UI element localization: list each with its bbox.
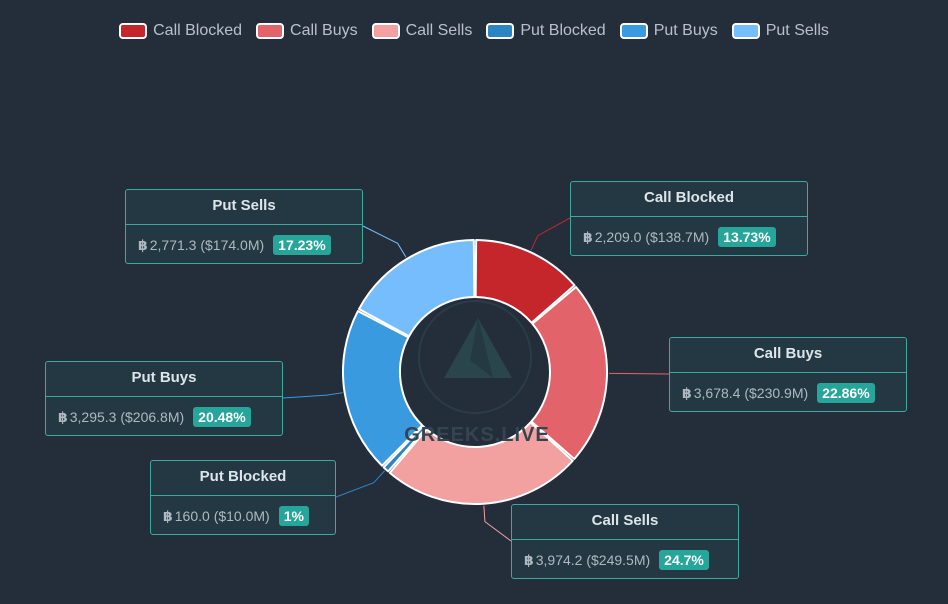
callout-usd: ($174.0M) (200, 237, 265, 253)
leader-line-call-sells (483, 505, 512, 542)
bitcoin-icon: ฿ (138, 236, 148, 253)
slice-put-sells[interactable] (357, 239, 476, 338)
callout-usd: ($206.8M) (120, 409, 185, 425)
bitcoin-icon: ฿ (682, 384, 692, 401)
callout-btc: 160.0 (174, 508, 210, 524)
legend-item-call-sells[interactable]: Call Sells (371, 22, 473, 40)
callout-title: Call Sells (512, 505, 738, 540)
callout-call-sells: Call Sells ฿ 3,974.2 ($249.5M) 24.7% (511, 504, 739, 579)
legend-swatch (256, 23, 285, 39)
leader-line-call-buys (608, 372, 670, 375)
callout-put-blocked: Put Blocked ฿ 160.0 ($10.0M) 1% (150, 460, 336, 535)
callout-btc: 2,209.0 (594, 229, 642, 245)
legend-label: Call Sells (405, 22, 473, 39)
legend-label: Put Buys (653, 22, 718, 39)
legend-item-call-buys[interactable]: Call Buys (256, 22, 358, 40)
legend-label: Put Sells (765, 22, 829, 39)
callout-usd: ($138.7M) (645, 229, 710, 245)
callout-call-blocked: Call Blocked ฿ 2,209.0 ($138.7M) 13.73% (570, 181, 808, 256)
callout-title: Put Blocked (151, 461, 335, 496)
callout-usd: ($249.5M) (586, 552, 651, 568)
callout-title: Call Blocked (571, 182, 807, 217)
legend-swatch (486, 23, 515, 39)
bitcoin-icon: ฿ (583, 228, 593, 245)
callout-title: Call Buys (670, 338, 906, 373)
callout-btc: 3,678.4 (693, 385, 741, 401)
legend-item-put-sells[interactable]: Put Sells (731, 22, 829, 40)
callout-btc: 2,771.3 (149, 237, 197, 253)
legend-item-put-buys[interactable]: Put Buys (619, 22, 718, 40)
callout-percent-badge: 13.73% (718, 227, 776, 247)
leader-line-put-buys (282, 392, 343, 399)
callout-put-sells: Put Sells ฿ 2,771.3 ($174.0M) 17.23% (125, 189, 363, 264)
callout-btc: 3,295.3 (69, 409, 117, 425)
callout-percent-badge: 20.48% (193, 407, 251, 427)
callout-put-buys: Put Buys ฿ 3,295.3 ($206.8M) 20.48% (45, 361, 283, 436)
legend-swatch (619, 23, 648, 39)
callout-percent-badge: 17.23% (273, 235, 331, 255)
slice-call-sells[interactable] (388, 421, 574, 505)
callout-usd: ($230.9M) (744, 385, 809, 401)
bitcoin-icon: ฿ (524, 551, 534, 568)
legend-item-call-blocked[interactable]: Call Blocked (119, 22, 242, 40)
watermark-logo (418, 300, 532, 414)
callout-percent-badge: 1% (278, 506, 309, 526)
callout-percent-badge: 24.7% (659, 550, 709, 570)
callout-title: Put Sells (126, 190, 362, 225)
legend-swatch (119, 23, 148, 39)
chart-legend: Call Blocked Call Buys Call Sells Put Bl… (0, 22, 948, 40)
legend-label: Put Blocked (520, 22, 606, 39)
legend-label: Call Buys (290, 22, 358, 39)
bitcoin-icon: ฿ (58, 408, 68, 425)
callout-percent-badge: 22.86% (817, 383, 875, 403)
slice-call-blocked[interactable] (474, 239, 576, 324)
callout-call-buys: Call Buys ฿ 3,678.4 ($230.9M) 22.86% (669, 337, 907, 412)
legend-swatch (731, 23, 760, 39)
legend-label: Call Blocked (153, 22, 243, 39)
leader-lines (282, 217, 670, 542)
legend-item-put-blocked[interactable]: Put Blocked (486, 22, 606, 40)
donut-slices (342, 239, 608, 505)
leader-line-call-blocked (530, 217, 571, 251)
callout-usd: ($10.0M) (213, 508, 270, 524)
legend-swatch (371, 23, 400, 39)
leader-line-put-sells (362, 225, 407, 258)
bitcoin-icon: ฿ (163, 507, 173, 524)
watermark-text: GREEKS.LIVE (404, 424, 550, 446)
callout-btc: 3,974.2 (535, 552, 583, 568)
slice-put-buys[interactable] (342, 310, 424, 467)
leader-line-put-blocked (335, 470, 385, 498)
callout-title: Put Buys (46, 362, 282, 397)
slice-call-buys[interactable] (530, 286, 608, 461)
slice-put-blocked[interactable] (382, 425, 427, 473)
